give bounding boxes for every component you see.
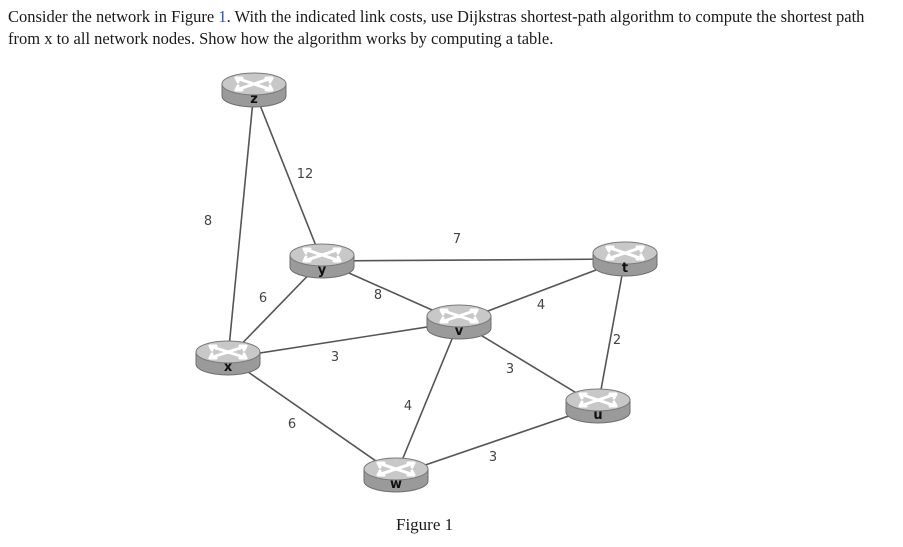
router-label-v: v [455,324,464,339]
link-cost-y-v: 8 [374,288,382,303]
router-arrows-icon [302,247,342,263]
router-z: z [221,72,287,108]
link-v-w [395,321,460,476]
router-u: u [565,388,631,424]
router-y: y [289,243,355,279]
router-label-t: t [622,261,628,276]
link-cost-y-x: 6 [259,291,267,306]
router-t: t [592,241,658,277]
router-arrows-icon [208,344,248,360]
link-cost-x-v: 3 [331,350,339,365]
link-cost-v-w: 4 [404,399,412,414]
link-cost-x-w: 6 [288,417,296,432]
router-label-u: u [593,408,602,423]
router-w: w [363,457,429,493]
link-z-x [227,89,255,359]
link-cost-z-y: 12 [297,167,314,182]
question-text: Consider the network in Figure 1. With t… [8,6,898,50]
link-y-t [321,258,626,262]
router-arrows-icon [578,392,618,408]
router-arrows-icon [376,461,416,477]
link-cost-y-t: 7 [453,232,461,247]
router-label-x: x [224,360,233,375]
question-part-1: Consider the network in Figure [8,7,219,26]
link-cost-v-u: 3 [506,362,514,377]
link-cost-z-x: 8 [204,214,212,229]
link-y-x [227,260,323,359]
router-x: x [195,340,261,376]
link-cost-v-t: 4 [537,298,545,313]
link-t-u [597,258,626,407]
edges-layer: 8 12 7 6 8 3 6 4 3 4 2 3 [204,89,626,476]
figure-caption: Figure 1 [396,515,454,534]
figure-reference-link[interactable]: 1 [218,7,227,26]
link-cost-u-w: 3 [489,450,497,465]
link-z-y [253,89,323,262]
question-part-2: . With the indicated link costs, use Dij… [8,7,865,48]
link-cost-t-u: 2 [613,333,621,348]
router-label-y: y [318,263,327,278]
router-label-z: z [250,92,258,107]
router-arrows-icon [605,245,645,261]
router-v: v [426,304,492,340]
router-label-w: w [390,477,402,492]
router-arrows-icon [439,308,479,324]
nodes-layer: z y x v t u w [195,72,658,493]
link-x-w [227,357,397,476]
router-arrows-icon [234,76,274,92]
link-u-w [395,405,599,476]
link-x-v [227,321,460,359]
